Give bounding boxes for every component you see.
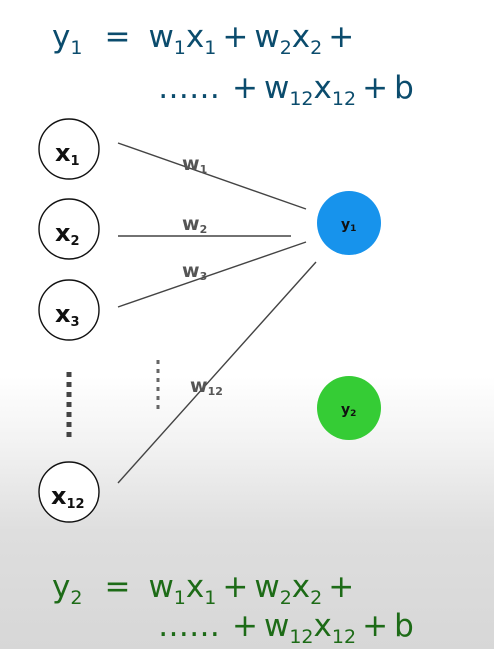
- input-layer: x1 x2 x3 x12: [38, 118, 100, 523]
- equation-y2-line-2-plus-2: +: [362, 608, 388, 644]
- equation-y2-term-12-w: w: [264, 608, 289, 644]
- output-node-y2: y2: [317, 376, 381, 440]
- output-node-y1: y1: [317, 191, 381, 255]
- input-node-x12: x12: [38, 461, 100, 523]
- input-node-x12-label: x12: [51, 482, 85, 512]
- input-node-x2-circle: [38, 198, 100, 260]
- equation-y1-term-2-w: w: [254, 19, 279, 55]
- weight-w12-base: w: [190, 375, 208, 397]
- weight-labels: w1 w2 w3 w12: [182, 153, 223, 398]
- equation-y1-plus-2: +: [328, 19, 354, 55]
- equation-y2: y2=w1x1+w2x2+ ……+w12x12+b: [52, 569, 414, 648]
- output-node-y1-label-subscript: 1: [350, 224, 356, 234]
- equation-y1-line-2-plus-2: +: [362, 70, 388, 106]
- input-node-x2: x2: [38, 198, 100, 260]
- output-node-y1-circle: [317, 191, 381, 255]
- equation-y2-term-1-w-subscript: 1: [174, 587, 186, 609]
- equation-y2-bias: b: [394, 608, 414, 644]
- equation-y1-term-1-x-subscript: 1: [204, 37, 216, 59]
- equation-y2-term-1-x-subscript: 1: [204, 587, 216, 609]
- equation-y2-ellipsis: ……: [158, 608, 220, 644]
- weight-w3-subscript: 3: [200, 270, 208, 283]
- input-node-x12-circle: [38, 461, 100, 523]
- equation-y1-equals: =: [104, 19, 130, 55]
- equation-y1-term-12-w: w: [264, 70, 289, 106]
- equation-y1-ellipsis: ……: [158, 70, 220, 106]
- equation-y2-term-1-w: w: [148, 569, 173, 605]
- weight-w1-subscript: 1: [200, 163, 208, 176]
- edge-x1-y1: [117, 142, 307, 210]
- weight-w12-subscript: 12: [208, 385, 223, 398]
- equation-y1-term-2-x: x: [292, 19, 310, 55]
- equation-y2-equals: =: [104, 569, 130, 605]
- equation-y2-term-1-x: x: [186, 569, 204, 605]
- weight-w12: w12: [190, 375, 223, 398]
- weight-w2-base: w: [182, 213, 200, 235]
- equation-y2-lhs-subscript: 2: [70, 587, 82, 609]
- weight-w3: w3: [182, 260, 207, 283]
- equation-y1-plus-1: +: [222, 19, 248, 55]
- input-node-x12-label-base: x: [51, 482, 67, 510]
- weight-w3-base: w: [182, 260, 200, 282]
- equation-y1-term-1-x: x: [186, 19, 204, 55]
- equation-y1: y1=w1x1+w2x2+ ……+w12x12+b: [52, 19, 414, 110]
- edge-x12-y1: [117, 261, 317, 484]
- equation-y1-lhs: y: [52, 19, 70, 55]
- equation-y2-term-12-w-subscript: 12: [289, 626, 313, 648]
- equation-y2-line-2: ……+w12x12+b: [158, 608, 414, 648]
- equation-y1-line-1: y1=w1x1+w2x2+: [52, 19, 354, 59]
- input-node-x2-label-subscript: 2: [70, 234, 79, 249]
- input-node-x1-label: x1: [55, 139, 80, 169]
- input-node-x1: x1: [38, 118, 100, 180]
- equation-y1-term-12-x-subscript: 12: [332, 88, 356, 110]
- equation-y2-term-2-x-subscript: 2: [310, 587, 322, 609]
- equation-y2-term-12-x-subscript: 12: [332, 626, 356, 648]
- equation-y1-term-2-w-subscript: 2: [280, 37, 292, 59]
- connection-lines: [117, 142, 317, 484]
- equation-y2-term-2-w: w: [254, 569, 279, 605]
- input-node-x12-label-subscript: 12: [66, 497, 84, 512]
- equation-y2-lhs: y: [52, 569, 70, 605]
- equation-y2-term-12-x: x: [314, 608, 332, 644]
- input-node-x3-label-subscript: 3: [70, 315, 79, 330]
- input-node-x2-label-base: x: [55, 219, 71, 247]
- equation-y2-term-2-w-subscript: 2: [280, 587, 292, 609]
- equation-y1-line-2-plus-1: +: [232, 70, 258, 106]
- input-node-x3: x3: [38, 279, 100, 341]
- input-node-x2-label: x2: [55, 219, 80, 249]
- input-node-x3-label: x3: [55, 300, 80, 330]
- equation-y1-bias: b: [394, 70, 414, 106]
- equation-y1-term-1-w: w: [148, 19, 173, 55]
- equation-y2-plus-1: +: [222, 569, 248, 605]
- input-node-x1-label-subscript: 1: [70, 154, 79, 169]
- equation-y2-line-1: y2=w1x1+w2x2+: [52, 569, 354, 609]
- edge-x3-y1: [117, 241, 307, 308]
- equation-y1-line-2: ……+w12x12+b: [158, 70, 414, 110]
- output-layer: y1 y2: [317, 191, 381, 440]
- output-node-y2-label-base: y: [341, 402, 350, 418]
- equation-y2-line-2-plus-1: +: [232, 608, 258, 644]
- output-node-y1-label-base: y: [341, 217, 350, 233]
- weight-w1: w1: [182, 153, 207, 176]
- input-node-x1-circle: [38, 118, 100, 180]
- input-node-x3-circle: [38, 279, 100, 341]
- input-node-x1-label-base: x: [55, 139, 71, 167]
- equation-y2-term-2-x: x: [292, 569, 310, 605]
- ellipsis-markers: [66, 360, 160, 438]
- output-node-y2-circle: [317, 376, 381, 440]
- equation-y1-term-12-w-subscript: 12: [289, 88, 313, 110]
- weight-w1-base: w: [182, 153, 200, 175]
- output-node-y2-label-subscript: 2: [350, 409, 356, 419]
- weight-w2: w2: [182, 213, 207, 236]
- equation-y2-plus-2: +: [328, 569, 354, 605]
- output-node-y1-label: y1: [341, 217, 356, 234]
- weight-w2-subscript: 2: [200, 223, 208, 236]
- equation-y1-term-2-x-subscript: 2: [310, 37, 322, 59]
- equation-y1-term-12-x: x: [314, 70, 332, 106]
- output-node-y2-label: y2: [341, 402, 356, 419]
- equation-y1-lhs-subscript: 1: [70, 37, 82, 59]
- equation-y1-term-1-w-subscript: 1: [174, 37, 186, 59]
- input-node-x3-label-base: x: [55, 300, 71, 328]
